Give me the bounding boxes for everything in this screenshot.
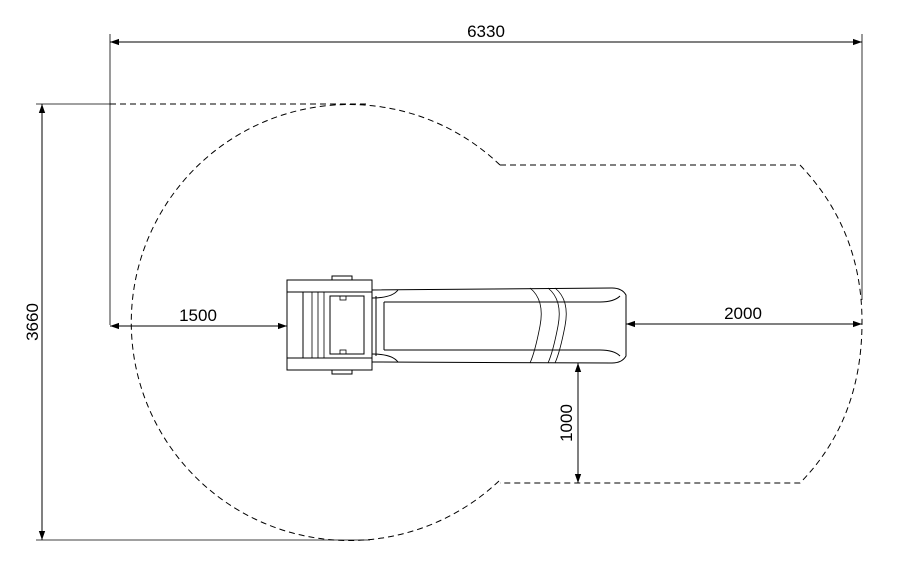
dimension-right-clearance: 2000 [626, 304, 862, 328]
dimension-label-width: 6330 [467, 22, 505, 41]
dimension-label-left: 1500 [179, 306, 217, 325]
dimension-label-height: 3660 [23, 303, 42, 341]
dimension-overall-width: 6330 [110, 22, 862, 46]
extension-lines [36, 34, 863, 541]
dimension-label-right: 2000 [724, 304, 762, 323]
dimension-label-side: 1000 [557, 404, 576, 442]
dimension-side-clearance: 1000 [557, 363, 582, 483]
dimension-overall-height: 3660 [23, 104, 46, 540]
slide-equipment [286, 275, 627, 375]
dimension-left-clearance: 1500 [110, 306, 287, 330]
